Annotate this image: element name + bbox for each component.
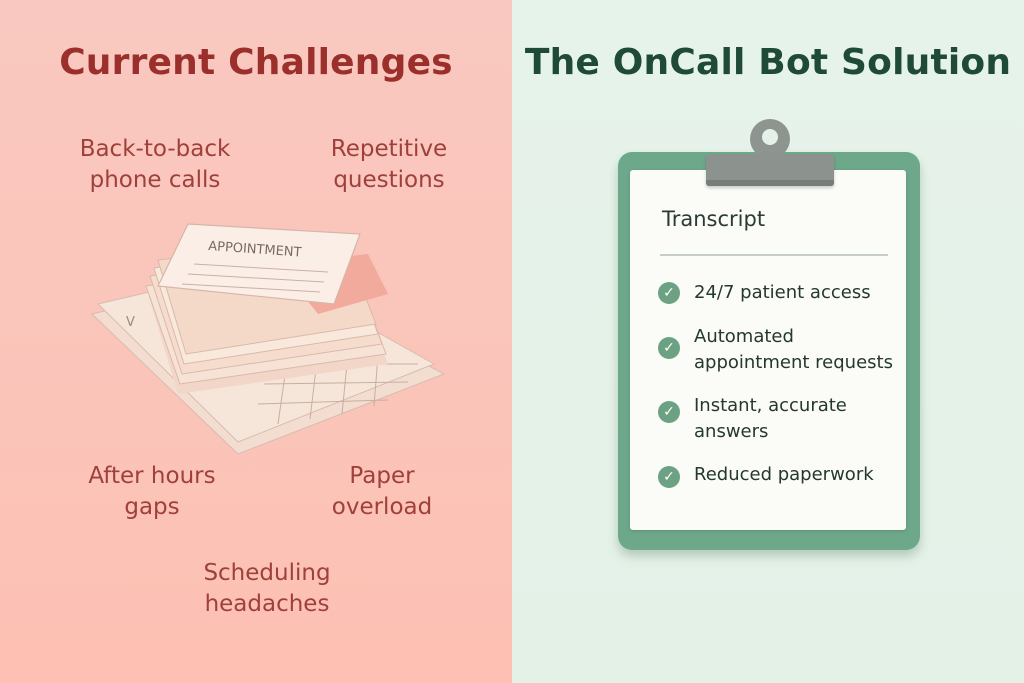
clipboard-clip-edge: [706, 180, 834, 186]
solution-title: The OnCall Bot Solution: [524, 42, 1012, 83]
challenges-title: Current Challenges: [59, 42, 453, 83]
benefit-text: 24/7 patient access: [694, 282, 871, 303]
paper-stack-illustration: V APPOINTMENT: [90, 223, 446, 455]
check-circle-icon: ✓: [658, 401, 680, 423]
benefit-text: Reduced paperwork: [694, 464, 874, 485]
challenge-back-to-back-calls: Back-to-back phone calls: [79, 136, 231, 193]
transcript-heading: Transcript: [662, 207, 766, 231]
appointment-card-label: APPOINTMENT: [208, 239, 302, 260]
challenge-paper-overload: Paper overload: [331, 463, 433, 520]
check-circle-icon: ✓: [658, 282, 680, 304]
solution-panel: The OnCall Bot Solution: [512, 0, 1024, 683]
check-circle-icon: ✓: [658, 466, 680, 488]
check-circle-icon: ✓: [658, 337, 680, 359]
benefit-text: Automated appointment requests: [694, 326, 893, 373]
challenge-after-hours-gaps: After hours gaps: [88, 463, 216, 520]
svg-text:V: V: [126, 315, 135, 330]
challenge-repetitive-questions: Repetitive questions: [330, 136, 448, 193]
transcript-divider: [660, 254, 888, 256]
appointment-card: APPOINTMENT: [157, 223, 361, 305]
benefit-text: Instant, accurate answers: [694, 395, 847, 442]
clipboard-clip-hole: [762, 129, 778, 145]
challenge-scheduling-headaches: Scheduling headaches: [203, 560, 331, 617]
